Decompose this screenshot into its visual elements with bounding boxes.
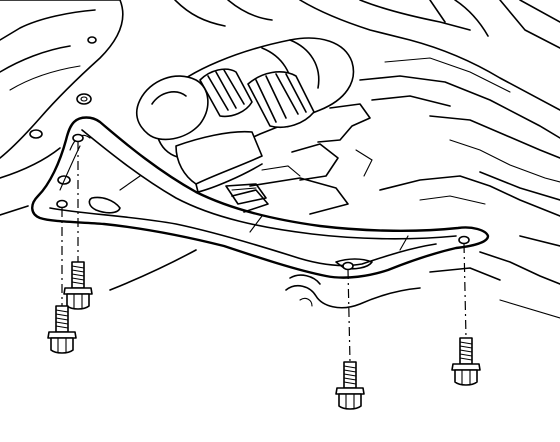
leader-lines — [61, 142, 467, 363]
flange-bolt — [335, 361, 365, 410]
exhaust-pipe-assembly — [135, 37, 355, 205]
underbody-lower — [109, 249, 421, 309]
flange-bolt — [63, 261, 93, 310]
crossmember-brace — [31, 116, 490, 279]
underbody-background — [0, 0, 560, 319]
brace-bolt-hole — [458, 235, 470, 245]
brace-bolt-hole — [342, 261, 354, 271]
panel-hole — [76, 93, 92, 105]
brace-bolt-hole — [56, 199, 68, 209]
brace-cutout-slot — [88, 196, 121, 214]
brace-bolt-hole — [72, 133, 84, 143]
flange-bolt — [47, 305, 77, 354]
flange-bolt — [451, 337, 481, 386]
